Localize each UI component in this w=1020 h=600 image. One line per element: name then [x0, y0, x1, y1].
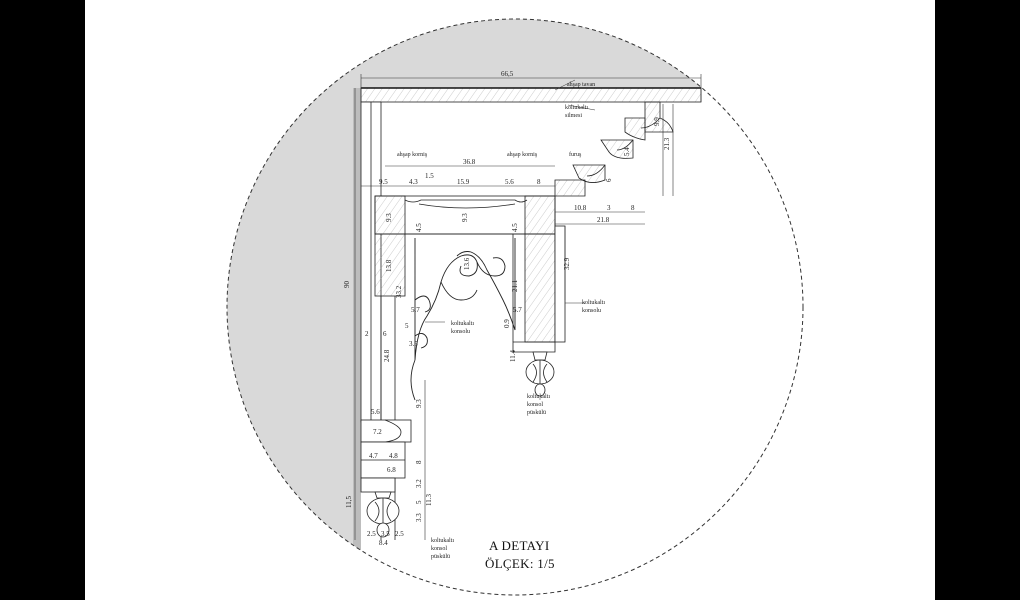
- dim-9-5: 9.5: [379, 178, 388, 186]
- dim-21-8: 21.8: [597, 216, 610, 224]
- dim-3-3: 3.3: [415, 513, 423, 522]
- dim-24-8: 24.8: [383, 349, 391, 362]
- dim-13-8: 13.8: [385, 259, 393, 272]
- dim-5-7-b: 5.7: [513, 306, 522, 314]
- dim-5: 5: [405, 322, 409, 330]
- detail-drawing: ahşap tavan koltukaltı silmesi ahşap kor…: [226, 18, 804, 596]
- drawing-sheet: ahşap tavan koltukaltı silmesi ahşap kor…: [85, 0, 935, 600]
- detail-circle: [226, 18, 804, 596]
- dim-10-8: 10.8: [574, 204, 587, 212]
- dim-4-8: 4.8: [389, 452, 398, 460]
- dimension-lines: [354, 74, 702, 540]
- pendant-finial-left: [366, 491, 400, 538]
- wooden-ceiling: [360, 87, 702, 103]
- dim-5-6-b: 5.6: [371, 408, 380, 416]
- label-console-left-2: konsolu: [451, 329, 470, 335]
- label-pendant-right-3: püskülü: [527, 410, 546, 416]
- dim-9-9: 9.9: [653, 117, 661, 126]
- label-soffit-2: silmesi: [565, 113, 582, 119]
- dim-32-9: 32.9: [563, 257, 571, 270]
- dim-3-2: 3.2: [415, 479, 423, 488]
- right-console: [512, 225, 566, 353]
- dim-11-3-a: 11.3: [425, 494, 433, 506]
- dim-36-8: 36.8: [463, 158, 476, 166]
- dim-5-7-a: 5.7: [411, 306, 420, 314]
- dim-8-4: 8.4: [379, 539, 388, 547]
- label-cornice-left: ahşap korniş: [397, 152, 428, 158]
- dim-5-4: 5.4: [623, 147, 631, 156]
- dim-2-5-a: 2.5: [367, 530, 376, 538]
- dim-8-c: 8: [415, 460, 423, 464]
- dim-6: 6: [605, 178, 613, 182]
- label-console-left-1: koltukaltı: [451, 321, 474, 327]
- dim-11-5: 11,5: [345, 496, 353, 508]
- detail-title: A DETAYI: [489, 538, 550, 553]
- cornice-beam: [374, 195, 556, 235]
- dim-33-2: 33.2: [395, 285, 403, 298]
- label-console-right-2: konsolu: [582, 308, 601, 314]
- annotation-labels: ahşap tavan koltukaltı silmesi ahşap kor…: [397, 82, 605, 560]
- label-cornice-right: ahşap korniş: [507, 152, 538, 158]
- label-ceiling: ahşap tavan: [567, 82, 595, 88]
- label-pendant-left-1: koltukaltı: [431, 538, 454, 544]
- dimension-values: 66,5 90 36.8 1.5 9.5 4.3 15.9 5.6 8 10.8…: [343, 70, 671, 547]
- label-pendant-right-2: konsol: [527, 402, 543, 408]
- dim-15-9: 15.9: [457, 178, 470, 186]
- detail-scale: ÖLÇEK: 1/5: [485, 556, 555, 571]
- dim-4-5-a: 4.5: [415, 223, 423, 232]
- dim-5-6-a: 5.6: [505, 178, 514, 186]
- dim-4-3: 4.3: [409, 178, 418, 186]
- soffit-molding: [554, 101, 674, 197]
- dim-6-b: 6: [383, 330, 387, 338]
- dim-3-5-b: 3.5: [381, 530, 390, 538]
- label-furus: furuş: [569, 151, 582, 158]
- dim-8-b: 8: [631, 204, 635, 212]
- dim-9-3-b: 9.3: [461, 213, 469, 222]
- dim-9-3-a: 9.3: [385, 213, 393, 222]
- dim-4-5-b: 4.5: [511, 223, 519, 232]
- label-pendant-left-2: konsol: [431, 546, 447, 552]
- dim-9-3-c: 9.3: [415, 399, 423, 408]
- left-console: [360, 419, 412, 493]
- dim-total-width: 66,5: [501, 70, 514, 78]
- dim-3-5: 3.5: [409, 340, 418, 348]
- pendant-finial-right: [525, 351, 555, 397]
- leader-lines: [425, 79, 596, 400]
- dim-4-7: 4.7: [369, 452, 378, 460]
- dim-13-6: 13.6: [463, 257, 471, 270]
- dim-5-b: 5: [415, 500, 423, 504]
- dim-8-a: 8: [537, 178, 541, 186]
- label-soffit-1: koltukaltı: [565, 105, 588, 111]
- label-pendant-right-1: koltukaltı: [527, 394, 550, 400]
- dim-7-2: 7.2: [373, 428, 382, 436]
- dim-1-5: 1.5: [425, 172, 434, 180]
- dim-2: 2: [365, 330, 369, 338]
- dim-21-1: 21.1: [511, 279, 519, 292]
- label-console-right-1: koltukaltı: [582, 300, 605, 306]
- label-pendant-left-3: püskülü: [431, 554, 450, 560]
- dim-total-height: 90: [343, 281, 351, 289]
- ornamental-bracket: [410, 238, 516, 401]
- dim-3: 3: [607, 204, 611, 212]
- dim-0-9: 0.9: [503, 319, 511, 328]
- dim-2-5-b: 2.5: [395, 530, 404, 538]
- dim-21-3: 21.3: [663, 137, 671, 150]
- dim-6-8: 6.8: [387, 466, 396, 474]
- dim-11-4: 11.4: [509, 350, 517, 362]
